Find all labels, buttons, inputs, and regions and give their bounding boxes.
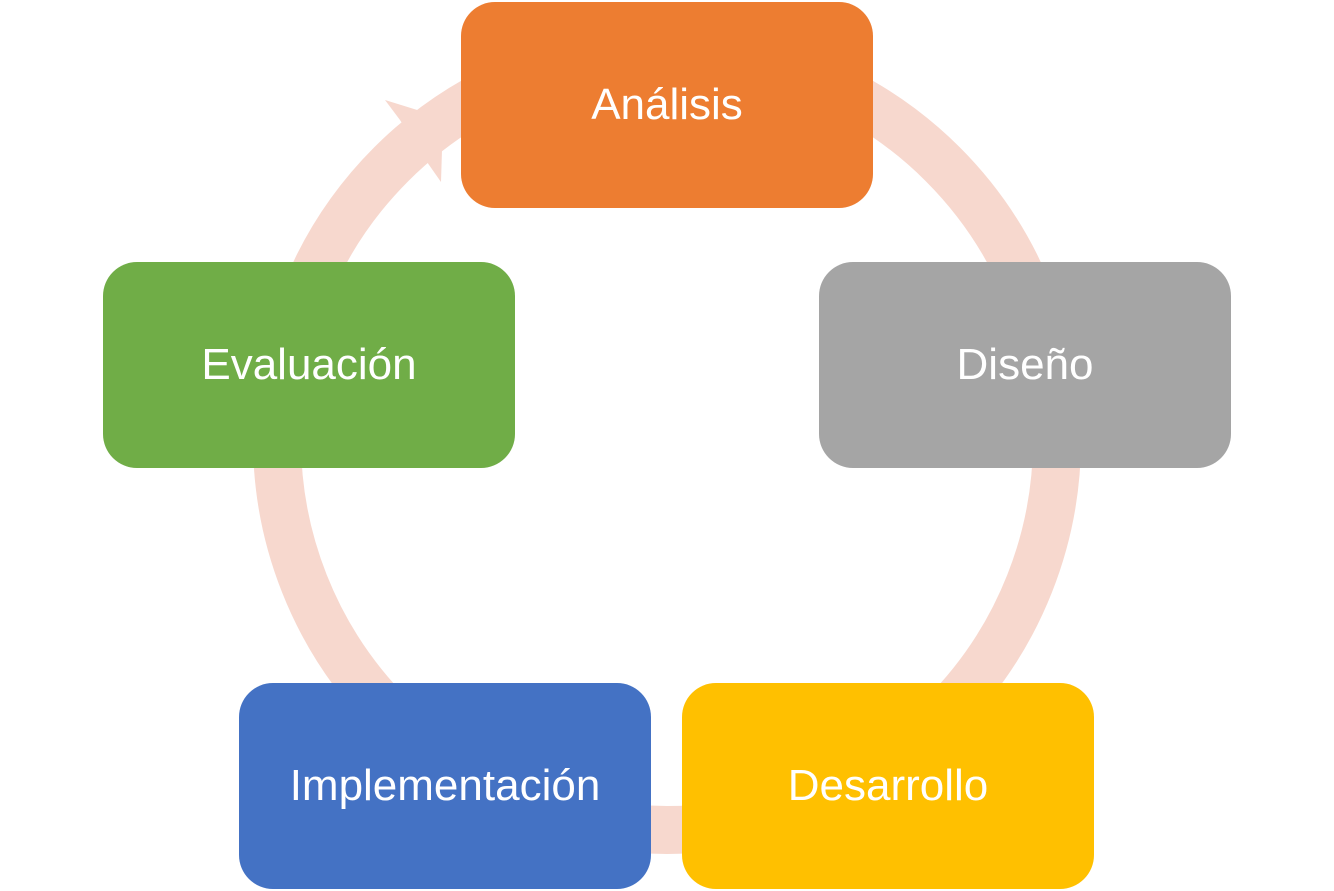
arrowhead-icon: [385, 100, 443, 182]
stage-desarrollo: Desarrollo: [682, 683, 1094, 889]
stage-label: Implementación: [289, 761, 601, 810]
stage-label: Análisis: [591, 80, 743, 129]
stage-evaluacion: Evaluación: [103, 262, 515, 468]
stage-analisis: Análisis: [461, 2, 873, 208]
stage-label: Diseño: [956, 340, 1094, 389]
stage-label: Evaluación: [201, 340, 417, 389]
stage-diseno: Diseño: [819, 262, 1231, 468]
stage-label: Desarrollo: [787, 761, 989, 810]
stage-implementacion: Implementación: [239, 683, 651, 889]
